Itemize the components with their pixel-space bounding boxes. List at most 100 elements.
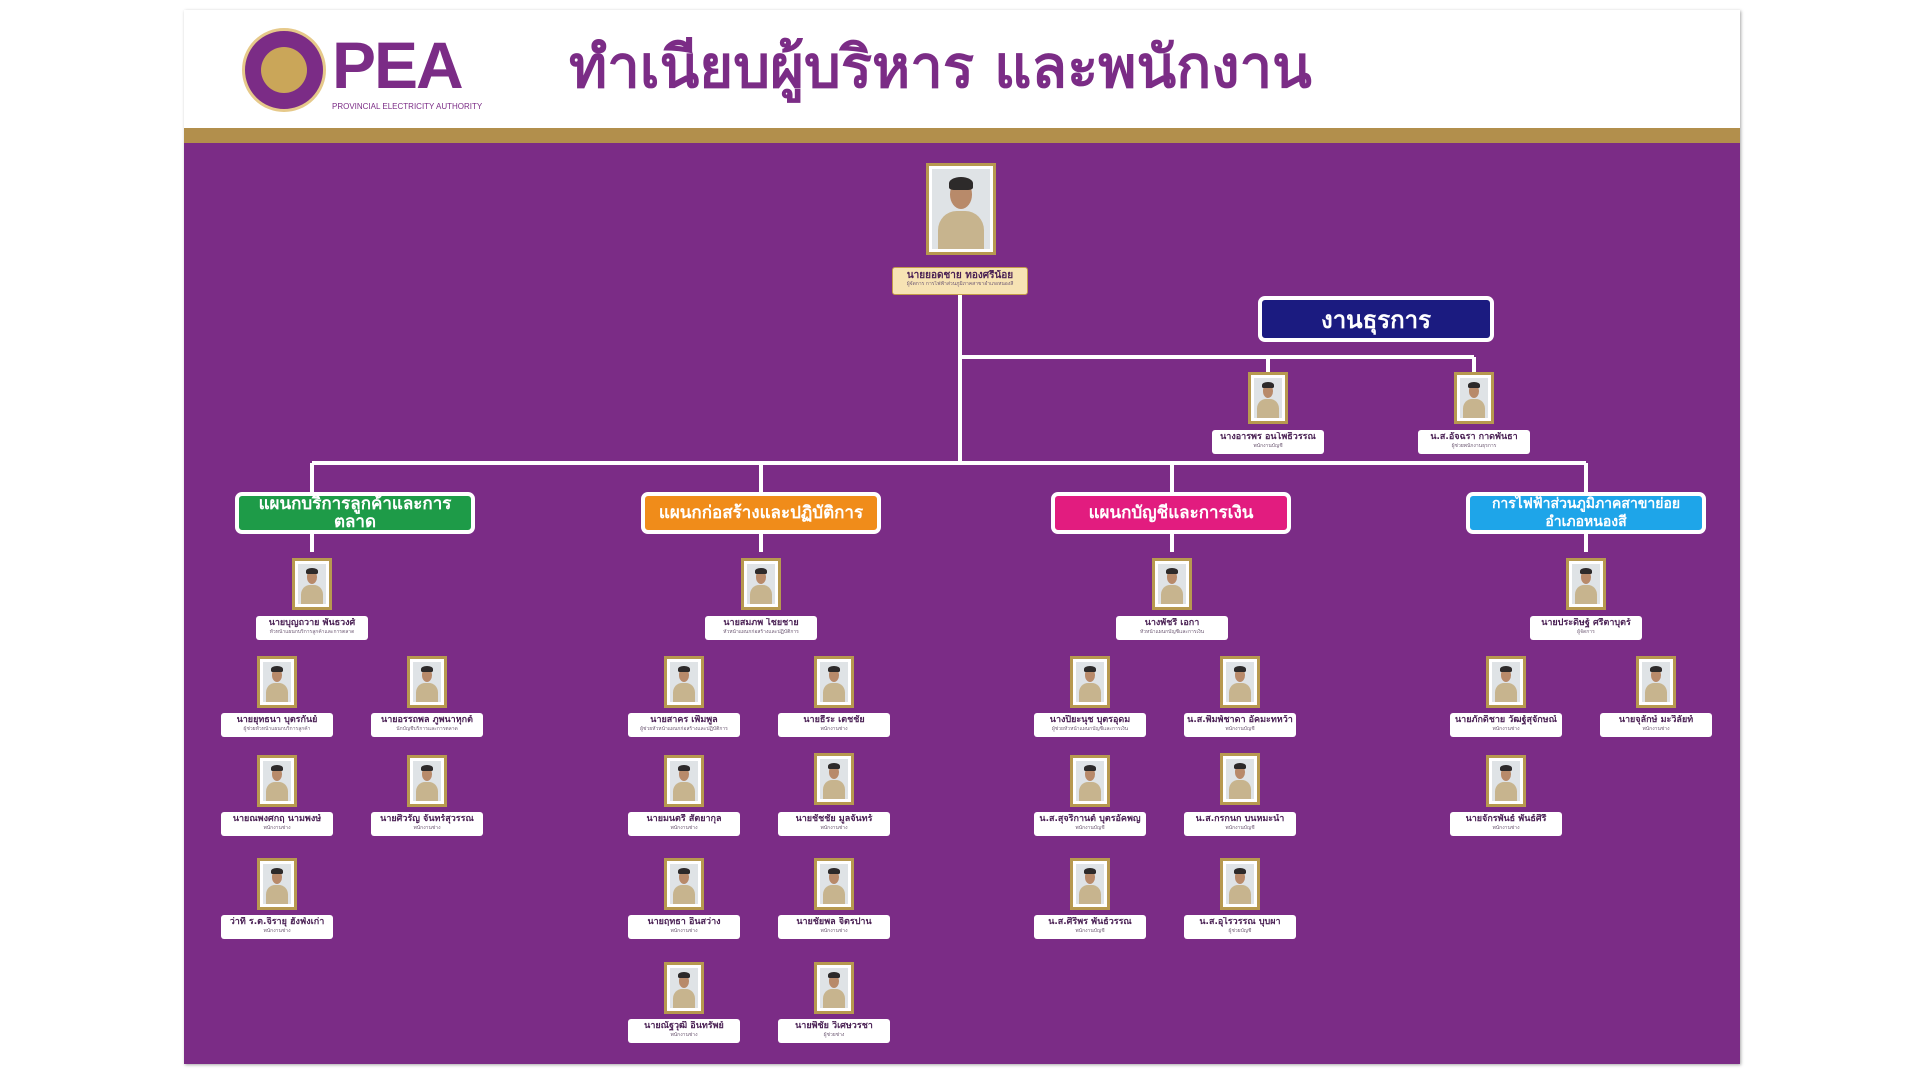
staff-photo [814,656,854,708]
person-position: หัวหน้าแผนกบริการลูกค้าและการตลาด [269,629,355,635]
person-name: นายศิวรัญ จันทร์สุวรรณ [380,814,474,824]
staff-photo [407,656,447,708]
person-name: น.ส.สุจริกานต์ บุตรอัคพญ [1039,814,1141,824]
person-name: นายพิชัย วิเศษวรชา [795,1021,873,1031]
staff-photo [1220,656,1260,708]
staff-photo [257,755,297,807]
staff-photo [664,755,704,807]
person-name: นายยุทธนา บุตรกันย์ [236,715,318,725]
staff-label: นายธีระ เตชชัย พนักงานช่าง [778,713,890,737]
person-name: นายจักรพันธ์ พันธ์ศิรี [1465,814,1547,824]
staff-label: นายภักดิ์ชาย วัฒฐ์สุจักษณ์ พนักงานช่าง [1450,713,1562,737]
dept-title-construction: แผนกก่อสร้างและปฏิบัติการ [641,492,881,534]
lead-label: นายบุญถวาย พันธวงศ์ หัวหน้าแผนกบริการลูก… [256,616,368,640]
person-position: พนักงานบัญชี [1225,726,1255,732]
person-position: พนักงานช่าง [263,825,291,831]
staff-photo [814,858,854,910]
staff-label: น.ส.ศิริพร พันธ์วรรณ พนักงานบัญชี [1034,915,1146,939]
staff-photo [1070,755,1110,807]
person-position: ผู้ช่วยพนักงานธุรการ [1451,443,1497,449]
staff-photo [664,858,704,910]
person-name: นายชัชชัย มูลจันทร์ [795,814,873,824]
staff-label: นายจุลักษ์ มะวิลัยท์ พนักงานช่าง [1600,713,1712,737]
staff-label: น.ส.อุไรวรรณ บุบผา ผู้ช่วยบัญชี [1184,915,1296,939]
staff-photo [1220,858,1260,910]
person-name: น.ส.อัจฉรา กาดพันธา [1430,432,1518,442]
staff-label: นายยุทธนา บุตรกันย์ ผู้ช่วยหัวหน้าแผนกบร… [221,713,333,737]
person-name: น.ส.ศิริพร พันธ์วรรณ [1048,917,1132,927]
staff-photo [664,656,704,708]
person-name: นายฤทธา อินสว่าง [647,917,721,927]
person-position: ผู้ช่วยหัวหน้าแผนกบัญชีและการเงิน [1051,726,1129,732]
staff-photo [257,656,297,708]
staff-label: น.ส.กรกนก บนหมะน้ำ พนักงานบัญชี [1184,812,1296,836]
person-name: ว่าที่ ร.ต.จิรายุ ฮั่งฟ่งเก่า [229,917,325,927]
staff-label: นายศิวรัญ จันทร์สุวรรณ พนักงานช่าง [371,812,483,836]
pea-seal-icon [242,28,326,112]
head-position: ผู้จัดการ การไฟฟ้าส่วนภูมิภาคสาขาอำเภอหน… [906,281,1014,287]
dept-title-branch-office: การไฟฟ้าส่วนภูมิภาคสาขาย่อย อำเภอหนองสี [1466,492,1706,534]
person-name: นางปิยะนุช บุตรอุดม [1049,715,1131,725]
person-position: พนักงานช่าง [1642,726,1670,732]
head-photo [926,163,996,255]
logo-subtitle: PROVINCIAL ELECTRICITY AUTHORITY [332,102,483,111]
person-name: น.ส.อุไรวรรณ บุบผา [1199,917,1281,927]
person-name: นายจุลักษ์ มะวิลัยท์ [1618,715,1694,725]
pea-logo: PEA PROVINCIAL ELECTRICITY AUTHORITY [242,26,492,116]
person-position: พนักงานบัญชี [1253,443,1283,449]
dept-title-customer-service: แผนกบริการลูกค้าและการตลาด [235,492,475,534]
person-position: ผู้จัดการ [1577,629,1595,635]
person-name: น.ส.กรกนก บนหมะน้ำ [1195,814,1285,824]
staff-photo [1636,656,1676,708]
person-position: พนักงานช่าง [670,1032,698,1038]
person-position: ผู้ช่วยบัญชี [1228,928,1252,934]
staff-photo [814,753,854,805]
head-name: นายยอดชาย ทองศรีน้อย [906,270,1014,281]
person-name: นายชัยพล จิตรปาน [796,917,872,927]
gold-divider [184,128,1740,143]
staff-photo [1070,656,1110,708]
lead-photo [1152,558,1192,610]
person-name: น.ส.พิมพ์ชาดา อัคมะทหว้า [1187,715,1293,725]
person-position: พนักงานช่าง [1492,825,1520,831]
staff-label: นายชัชชัย มูลจันทร์ พนักงานช่าง [778,812,890,836]
person-name: นายภักดิ์ชาย วัฒฐ์สุจักษณ์ [1455,715,1557,725]
staff-photo [407,755,447,807]
person-name: นายณัฐวุฒิ อินทรัพย์ [644,1021,724,1031]
person-position: พนักงานช่าง [1492,726,1520,732]
head-label: นายยอดชาย ทองศรีน้อย ผู้จัดการ การไฟฟ้าส… [892,267,1028,295]
staff-label: ว่าที่ ร.ต.จิรายุ ฮั่งฟ่งเก่า พนักงานช่า… [221,915,333,939]
page-title: ทำเนียบผู้บริหาร และพนักงาน [569,33,1312,101]
person-position: ผู้ช่วยช่าง [823,1032,845,1038]
admin-label: นางอารพร อนโพธิวรรณ พนักงานบัญชี [1212,430,1324,454]
staff-label: นางปิยะนุช บุตรอุดม ผู้ช่วยหัวหน้าแผนกบั… [1034,713,1146,737]
staff-photo [1486,656,1526,708]
staff-label: นายพิชัย วิเศษวรชา ผู้ช่วยช่าง [778,1019,890,1043]
staff-photo [664,962,704,1014]
staff-photo [1220,753,1260,805]
person-name: นายณพงศกฤ นามพงษ์ [232,814,322,824]
staff-photo [1486,755,1526,807]
staff-label: นายอรรถพล ภูพนาหุกต์ นักบัญชีบริการและกา… [371,713,483,737]
person-position: หัวหน้าแผนกบัญชีและการเงิน [1139,629,1205,635]
staff-label: นายจักรพันธ์ พันธ์ศิรี พนักงานช่าง [1450,812,1562,836]
person-name: นายบุญถวาย พันธวงศ์ [268,618,356,628]
staff-label: นายณัฐวุฒิ อินทรัพย์ พนักงานช่าง [628,1019,740,1043]
person-position: พนักงานช่าง [820,726,848,732]
staff-label: น.ส.พิมพ์ชาดา อัคมะทหว้า พนักงานบัญชี [1184,713,1296,737]
person-position: หัวหน้าแผนกก่อสร้างและปฏิบัติการ [723,629,799,635]
staff-photo [1070,858,1110,910]
person-name: นางพัชรี เอกา [1144,618,1200,628]
person-name: นายสมภพ ไชยชาย [723,618,799,628]
person-position: พนักงานช่าง [820,825,848,831]
lead-label: นายประดิษฐ์ ศรีตาบุตร์ ผู้จัดการ [1530,616,1642,640]
person-name: นายธีระ เตชชัย [803,715,865,725]
person-name: นายอรรถพล ภูพนาหุกต์ [381,715,473,725]
admin-photo [1248,372,1288,424]
staff-label: นายชัยพล จิตรปาน พนักงานช่าง [778,915,890,939]
person-position: ผู้ช่วยหัวหน้าแผนกบริการลูกค้า [243,726,311,732]
staff-photo [814,962,854,1014]
person-position: พนักงานช่าง [413,825,441,831]
person-position: พนักงานช่าง [670,928,698,934]
person-position: พนักงานบัญชี [1075,825,1105,831]
